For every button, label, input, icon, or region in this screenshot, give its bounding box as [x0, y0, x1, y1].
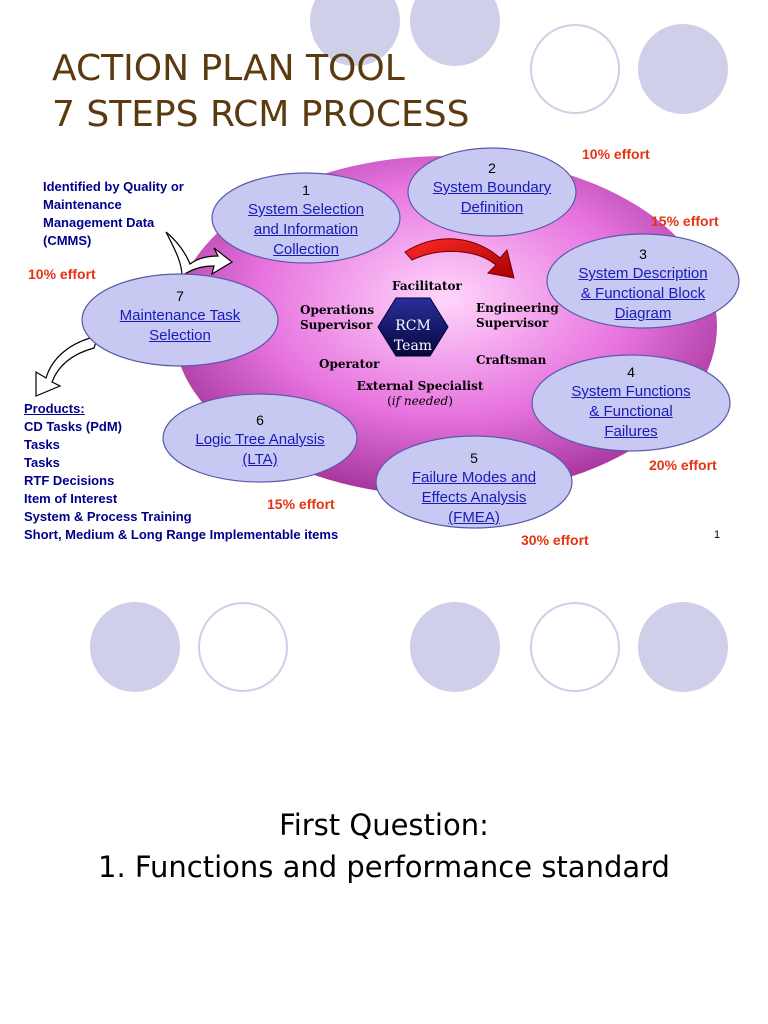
rcm-team-line-2: Team: [393, 338, 433, 354]
step-2[interactable]: 2 System Boundary Definition: [408, 158, 576, 218]
step-4-label-line-2[interactable]: & Functional: [589, 403, 673, 420]
step-3-label-line-3[interactable]: Diagram: [614, 305, 672, 322]
role-engineering-supervisor: Engineering Supervisor: [476, 301, 559, 331]
if-needed-text: if needed: [391, 394, 449, 408]
step-1-label-line-1[interactable]: System Selection: [248, 201, 364, 218]
products-header: Products:: [24, 401, 85, 416]
step-1-number: 1: [302, 182, 310, 198]
product-item: System & Process Training: [24, 509, 192, 524]
step-6[interactable]: 6 Logic Tree Analysis (LTA): [168, 410, 352, 470]
step-node-4[interactable]: [531, 354, 731, 452]
rcm-team-label: RCM Team: [378, 316, 448, 356]
step-3-label-line-1[interactable]: System Description: [578, 265, 708, 282]
role-craftsman: Craftsman: [476, 353, 547, 367]
step-4[interactable]: 4 System Functions & Functional Failures: [536, 362, 726, 442]
ops-line-2: Supervisor: [300, 318, 373, 332]
step-7[interactable]: 7 Maintenance Task Selection: [88, 286, 272, 346]
step-3-number: 3: [639, 246, 647, 262]
product-item: Short, Medium & Long Range Implementable…: [24, 527, 339, 542]
step-5-label-line-3[interactable]: (FMEA): [448, 509, 500, 526]
first-question: First Question: 1. Functions and perform…: [0, 804, 768, 888]
effort-step-3: 15% effort: [651, 213, 719, 229]
product-item: CD Tasks (PdM): [24, 419, 122, 434]
eng-line-1: Engineering: [476, 301, 559, 315]
role-operator: Operator: [319, 357, 380, 371]
step-6-number: 6: [256, 412, 264, 428]
effort-step-1: 10% effort: [28, 266, 96, 282]
rcm-team-line-1: RCM: [395, 318, 431, 334]
question-line-2: 1. Functions and performance standard: [98, 850, 670, 884]
decor-circle: [90, 602, 180, 692]
step-1[interactable]: 1 System Selection and Information Colle…: [216, 180, 396, 260]
rcm-diagram: 1 System Selection and Information Colle…: [0, 140, 768, 560]
step-4-label-line-3[interactable]: Failures: [604, 423, 658, 440]
ops-line-1: Operations: [300, 303, 375, 317]
product-item: RTF Decisions: [24, 473, 115, 488]
decor-circle: [410, 602, 500, 692]
step-5-label-line-1[interactable]: Failure Modes and: [411, 469, 537, 486]
effort-step-4: 20% effort: [649, 457, 717, 473]
decor-ring: [530, 602, 620, 692]
step-1-label-line-3[interactable]: Collection: [273, 241, 339, 258]
input-note-line-3: Management Data: [43, 215, 155, 230]
step-node-1[interactable]: [211, 172, 401, 264]
title-line-2: 7 STEPS RCM PROCESS: [52, 94, 470, 135]
effort-step-6: 15% effort: [267, 496, 335, 512]
input-arrow: [165, 231, 234, 278]
title-line-1: ACTION PLAN TOOL: [52, 48, 405, 89]
input-note-line-1: Identified by Quality or: [43, 179, 184, 194]
step-5-label-line-2[interactable]: Effects Analysis: [421, 489, 527, 506]
decor-ring: [198, 602, 288, 692]
product-item: Tasks: [24, 455, 60, 470]
step-node-2[interactable]: [407, 147, 577, 237]
rcm-team-hexagon: [377, 297, 449, 357]
role-operations-supervisor: Operations Supervisor: [300, 303, 374, 333]
effort-step-5: 30% effort: [521, 532, 589, 548]
step-1-label-line-2[interactable]: and Information: [253, 221, 359, 238]
step-node-5[interactable]: [375, 435, 573, 529]
product-item: Item of Interest: [24, 491, 118, 506]
step-node-7[interactable]: [81, 273, 279, 367]
external-specialist-note: (if needed): [387, 394, 453, 408]
product-item: Tasks: [24, 437, 60, 452]
step-6-label-line-2[interactable]: (LTA): [242, 451, 278, 468]
step-2-number: 2: [488, 160, 496, 176]
eng-line-2: Supervisor: [476, 316, 549, 330]
slide-number: 1: [714, 529, 721, 541]
flow-arrow-red: [404, 238, 515, 279]
decor-circle: [638, 602, 728, 692]
step-4-number: 4: [627, 364, 635, 380]
question-line-1: First Question:: [279, 808, 489, 842]
step-7-label-line-2[interactable]: Selection: [149, 327, 211, 344]
step-7-number: 7: [176, 288, 184, 304]
decor-ring: [530, 24, 620, 114]
step-7-label-line-1[interactable]: Maintenance Task: [119, 307, 241, 324]
step-4-label-line-1[interactable]: System Functions: [571, 383, 691, 400]
effort-step-2: 10% effort: [582, 146, 650, 162]
step-2-label-line-2[interactable]: Definition: [460, 199, 524, 216]
output-arrow: [35, 335, 99, 397]
step-6-label-line-1[interactable]: Logic Tree Analysis: [195, 431, 325, 448]
products-list: Products: CD Tasks (PdM) Tasks Tasks RTF…: [24, 400, 338, 544]
input-note-line-4: (CMMS): [43, 233, 92, 248]
input-note-line-2: Maintenance: [43, 197, 122, 212]
step-node-6[interactable]: [162, 393, 358, 483]
step-5-number: 5: [470, 450, 478, 466]
role-external-specialist: External Specialist (if needed): [356, 379, 484, 409]
input-note: Identified by Quality or Maintenance Man…: [43, 178, 184, 250]
external-specialist-label: External Specialist: [356, 379, 484, 393]
step-2-label-line-1[interactable]: System Boundary: [432, 179, 552, 196]
role-facilitator: Facilitator: [392, 279, 462, 293]
diagram-graphics: [35, 147, 740, 529]
slide-title: ACTION PLAN TOOL 7 STEPS RCM PROCESS: [52, 46, 469, 138]
decor-circle: [638, 24, 728, 114]
step-5[interactable]: 5 Failure Modes and Effects Analysis (FM…: [380, 448, 568, 528]
step-node-3[interactable]: [546, 233, 740, 329]
step-3[interactable]: 3 System Description & Functional Block …: [550, 244, 736, 324]
step-3-label-line-2[interactable]: & Functional Block: [580, 285, 706, 302]
